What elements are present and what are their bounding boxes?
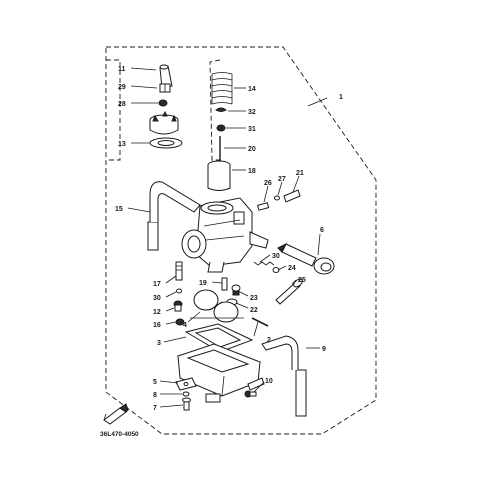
- callout-14: 14: [248, 86, 256, 93]
- callout-16: 16: [153, 322, 161, 329]
- spring-group-bracket: [209, 59, 222, 161]
- lock-washer: [182, 391, 190, 397]
- callout-20: 20: [248, 146, 256, 153]
- callout-32: 32: [248, 109, 256, 116]
- float-assembly: [190, 289, 244, 323]
- callout-10: 10: [265, 378, 273, 385]
- callout-13: 13: [118, 141, 126, 148]
- callout-25: 25: [298, 277, 306, 284]
- callout-8: 8: [153, 392, 157, 399]
- drain-screw: [244, 390, 257, 398]
- chamber-plate: [175, 377, 197, 391]
- throttle-stop-spring: [253, 261, 275, 266]
- vent-hose-upper: [147, 181, 201, 251]
- float-valve-seat: [231, 284, 241, 296]
- chamber-screw: [182, 397, 191, 411]
- needle-clip: [215, 107, 227, 112]
- callout-29: 29: [118, 84, 126, 91]
- direction-arrow-icon: [103, 403, 129, 425]
- pilot-air-screw: [283, 189, 301, 203]
- callout-15: 15: [115, 206, 123, 213]
- callout-21: 21: [296, 170, 304, 177]
- pilot-screw-small: [257, 202, 270, 211]
- small-washer: [158, 99, 168, 107]
- diagram-code: 36L470-4050: [100, 431, 139, 438]
- callout-19: 19: [199, 280, 207, 287]
- callout-30-upper: 30: [272, 253, 280, 260]
- callout-31: 31: [248, 126, 256, 133]
- needle-jet: [173, 300, 183, 312]
- cap-gasket: [149, 137, 183, 149]
- jet-o-ring: [176, 288, 182, 294]
- float-pin: [251, 317, 269, 327]
- callout-27: 27: [278, 176, 286, 183]
- callout-23: 23: [250, 295, 258, 302]
- mixing-chamber-top: [149, 110, 179, 135]
- callout-5: 5: [153, 379, 157, 386]
- float-chamber-gasket: [184, 323, 254, 353]
- callout-7: 7: [153, 405, 157, 412]
- callout-6: 6: [320, 227, 324, 234]
- callout-3: 3: [157, 340, 161, 347]
- callout-22: 22: [250, 307, 258, 314]
- carburetor-body: [181, 197, 269, 273]
- cable-adjuster-cap: [159, 64, 173, 89]
- overflow-hose: [261, 335, 307, 417]
- callout-2: 2: [267, 337, 271, 344]
- callout-11: 11: [118, 66, 126, 73]
- leader-lines: [127, 67, 328, 408]
- callout-28: 28: [118, 101, 126, 108]
- slide-group-bracket: [106, 59, 121, 161]
- callout-18: 18: [248, 168, 256, 175]
- callout-26: 26: [264, 180, 272, 187]
- callout-24: 24: [288, 265, 296, 272]
- throttle-valve: [207, 160, 231, 191]
- needle-seat: [216, 124, 226, 132]
- starter-plunger: [277, 242, 335, 275]
- float-chamber: [176, 343, 265, 403]
- assembly-boundary: [105, 46, 377, 435]
- throttle-stop-o-ring: [272, 267, 280, 273]
- callout-12: 12: [153, 309, 161, 316]
- callout-17: 17: [153, 281, 161, 288]
- throttle-stop-screw: [275, 278, 303, 305]
- callout-9: 9: [322, 346, 326, 353]
- o-ring-small: [274, 195, 280, 201]
- adjuster-nut: [159, 83, 171, 93]
- callout-1: 1: [339, 94, 343, 101]
- callout-30-lower: 30: [153, 295, 161, 302]
- throttle-spring: [211, 72, 233, 105]
- main-jet-holder: [175, 261, 183, 281]
- callout-4: 4: [183, 322, 187, 329]
- pilot-jet: [221, 277, 228, 291]
